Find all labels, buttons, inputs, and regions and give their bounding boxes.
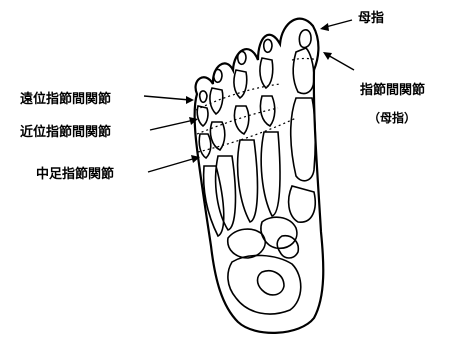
label-mtp: 中足指節関節 [36,166,114,182]
hallux-bones [289,48,316,222]
label-pip: 近位指節間関節 [20,124,111,140]
toe-tips [200,30,311,102]
lesser-toe-bones [197,58,280,236]
label-hallux: 母指 [358,10,384,26]
label-arrows [144,20,354,172]
hallux-ip-joint-line [292,59,318,61]
label-ip-joint-note: （母指） [368,110,416,125]
tarsal-bones [228,217,301,314]
mtp-joint-line [198,118,296,152]
label-dip: 遠位指節間関節 [20,91,111,107]
pip-joint-line [197,108,278,134]
label-ip-joint: 指節間関節 [360,82,425,98]
